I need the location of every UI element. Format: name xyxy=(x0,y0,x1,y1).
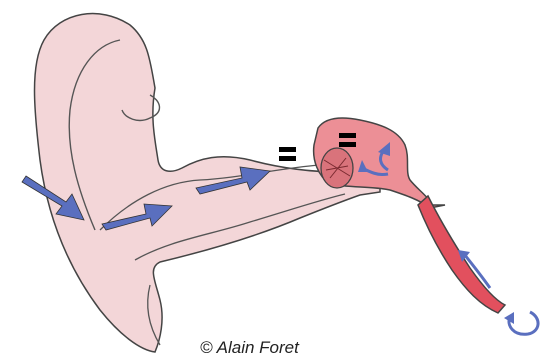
circular-arrow-icon xyxy=(504,312,538,334)
equal-sign-icon xyxy=(279,147,296,161)
copyright-credit: © Alain Foret xyxy=(200,338,299,358)
